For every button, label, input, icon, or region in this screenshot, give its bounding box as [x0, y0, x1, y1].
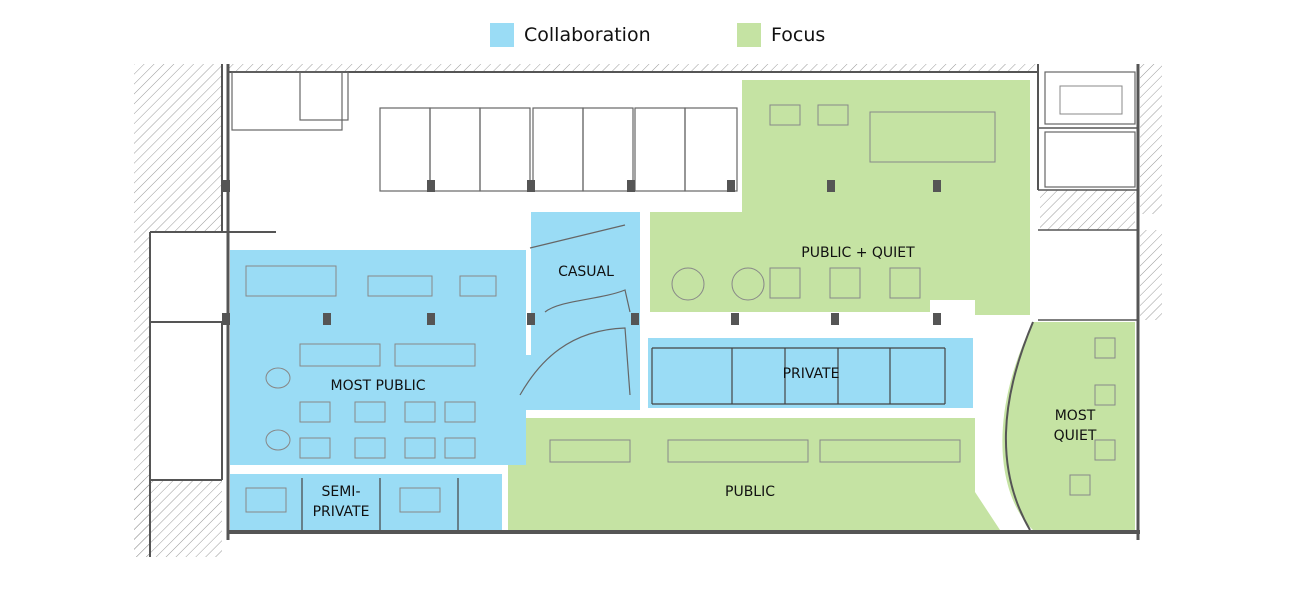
casual-seating — [519, 224, 631, 396]
furniture-private — [301, 347, 946, 530]
columns — [222, 180, 941, 325]
walls — [149, 64, 1140, 557]
collaboration-swatch — [490, 23, 514, 47]
label-most-public: MOST PUBLIC — [331, 378, 426, 394]
legend-item-focus: Focus — [737, 18, 825, 52]
zone-labels: CASUAL PUBLIC + QUIET MOST PUBLIC PRIVAT… — [313, 245, 1097, 520]
label-semi-private-line2: PRIVATE — [313, 504, 370, 520]
label-private: PRIVATE — [783, 366, 840, 382]
zone-public-quiet — [650, 80, 1030, 315]
label-most-quiet-line2: QUIET — [1054, 428, 1097, 444]
legend: Collaboration Focus — [0, 18, 1300, 52]
label-most-quiet-line1: MOST — [1055, 408, 1096, 424]
legend-label-focus: Focus — [771, 24, 826, 46]
label-public: PUBLIC — [725, 484, 775, 500]
focus-swatch — [737, 23, 761, 47]
zones — [230, 80, 1135, 530]
zone-most-quiet — [1002, 322, 1135, 530]
label-semi-private-line1: SEMI- — [322, 484, 361, 500]
zone-public — [508, 418, 1000, 530]
furniture-public — [549, 85, 1123, 496]
legend-item-collaboration: Collaboration — [490, 18, 651, 52]
label-public-quiet: PUBLIC + QUIET — [801, 245, 915, 261]
legend-label-collaboration: Collaboration — [524, 24, 651, 46]
zone-semi-private — [230, 474, 502, 530]
zone-private — [648, 338, 973, 408]
hatched-walls — [134, 64, 1162, 557]
offices-row — [231, 71, 1136, 192]
zone-most-public-ext — [230, 250, 526, 465]
label-casual: CASUAL — [558, 264, 614, 280]
zone-casual — [508, 212, 640, 410]
furniture-most-public — [245, 265, 497, 513]
